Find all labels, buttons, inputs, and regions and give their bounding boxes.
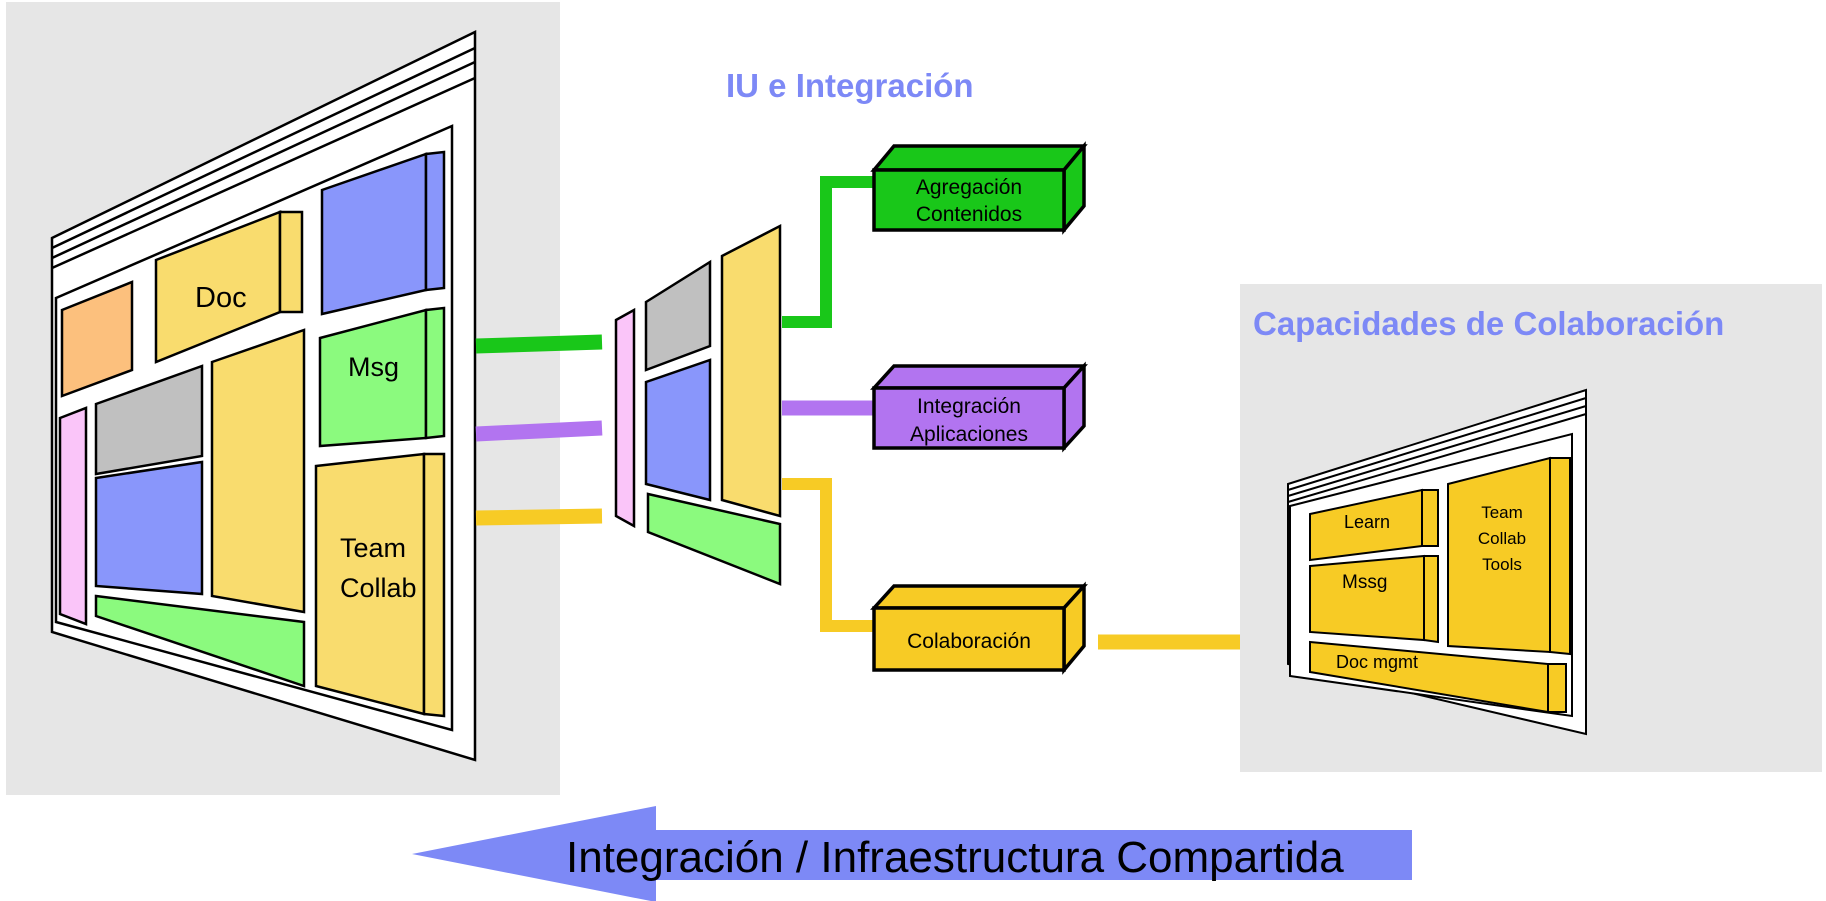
team-tools-label-1: Team	[1481, 503, 1523, 522]
orange-tile	[60, 280, 134, 398]
purple-connector-left	[475, 420, 603, 442]
app-integration-box	[870, 361, 1088, 453]
middle-pink-strip	[614, 307, 636, 529]
green-connector-right	[782, 176, 876, 328]
yellow-connector-left	[475, 508, 603, 526]
green-bottom-strip	[94, 594, 306, 688]
middle-title: IU e Integración	[726, 67, 974, 104]
content-aggregation-line1: Agregación	[916, 176, 1022, 199]
middle-gray-tile	[644, 259, 712, 372]
shared-infrastructure-label: Integración / Infraestructura Compartida	[566, 833, 1344, 882]
middle-portal	[614, 223, 782, 586]
team-label-1: Team	[340, 533, 406, 563]
left-portal-window	[50, 30, 477, 762]
yellow-connector-right	[782, 478, 876, 632]
content-aggregation-line2: Contenidos	[916, 203, 1022, 226]
app-integration-line2: Aplicaciones	[910, 423, 1028, 446]
middle-yellow-tile	[720, 223, 782, 518]
middle-blue-tile	[644, 358, 712, 502]
pink-strip	[58, 406, 88, 626]
gray-tile	[94, 364, 204, 476]
mssg-tile	[1309, 554, 1425, 642]
doc-mgmt-label: Doc mgmt	[1336, 652, 1418, 672]
right-portal-window	[1287, 388, 1587, 736]
team-tools-label-3: Tools	[1482, 555, 1522, 574]
team-label-2: Collab	[340, 573, 417, 603]
right-panel-title: Capacidades de Colaboración	[1253, 305, 1724, 342]
shared-infrastructure-arrow	[412, 806, 1412, 901]
content-aggregation-box	[870, 141, 1088, 235]
green-connector-left	[475, 334, 603, 354]
doc-label: Doc	[195, 282, 247, 314]
learn-label: Learn	[1344, 512, 1390, 532]
mssg-label: Mssg	[1342, 572, 1387, 593]
msg-label: Msg	[348, 352, 399, 382]
app-integration-line1: Integración	[917, 395, 1021, 418]
collaboration-box	[870, 581, 1088, 675]
collaboration-label: Colaboración	[907, 630, 1031, 653]
team-tools-label-2: Collab	[1478, 529, 1526, 548]
blue-lower-tile	[94, 460, 204, 596]
middle-green-tile	[646, 492, 782, 586]
yellow-center-tile	[210, 328, 306, 614]
